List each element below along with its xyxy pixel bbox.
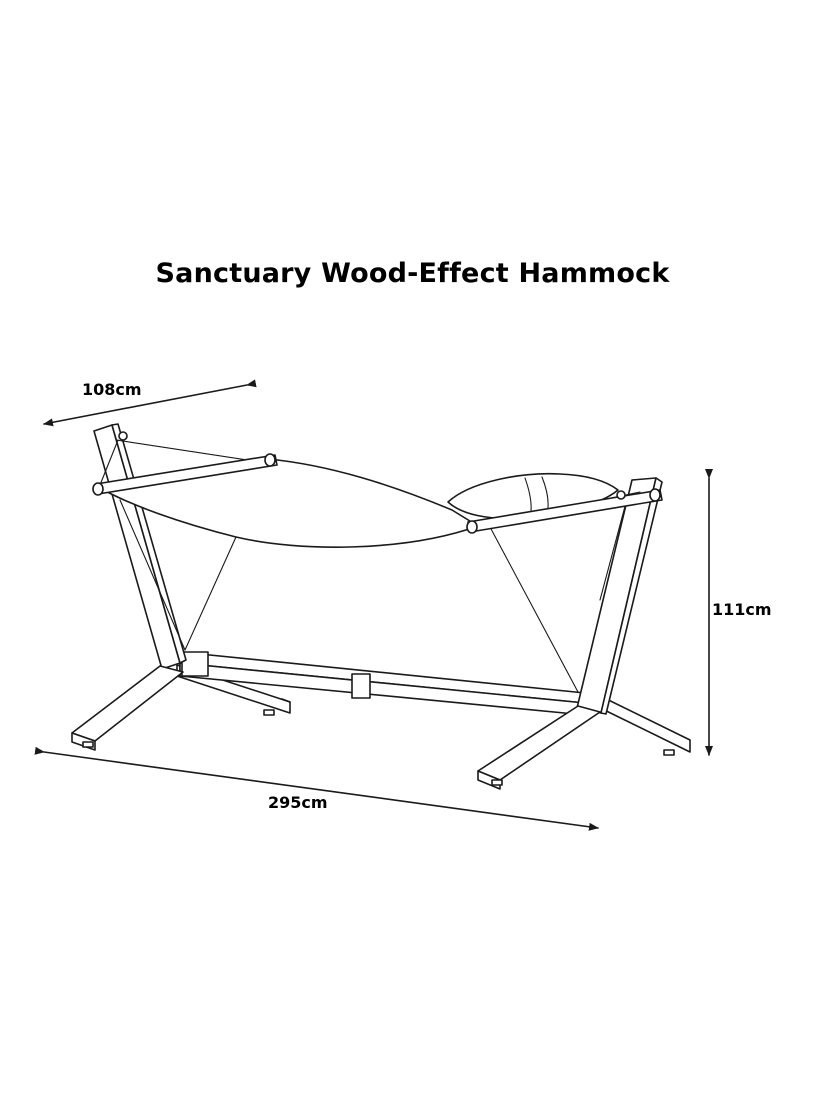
post-top-fittings [118, 431, 626, 500]
front-left-foot [71, 665, 184, 751]
width-dimension-label: 108cm [82, 380, 142, 399]
left-spreader-bar [92, 453, 278, 496]
base-beam [179, 651, 586, 716]
width-dimension-arrow [43, 379, 257, 427]
hammock-bed [99, 458, 479, 548]
front-right-foot [477, 705, 601, 790]
product-title: Sanctuary Wood-Effect Hammock [155, 258, 670, 289]
length-dimension-arrow [34, 746, 599, 831]
right-upright-post [576, 477, 663, 715]
height-dimension-label: 111cm [712, 600, 772, 619]
right-spreader-bar [466, 488, 663, 534]
length-dimension-label: 295cm [268, 793, 328, 812]
